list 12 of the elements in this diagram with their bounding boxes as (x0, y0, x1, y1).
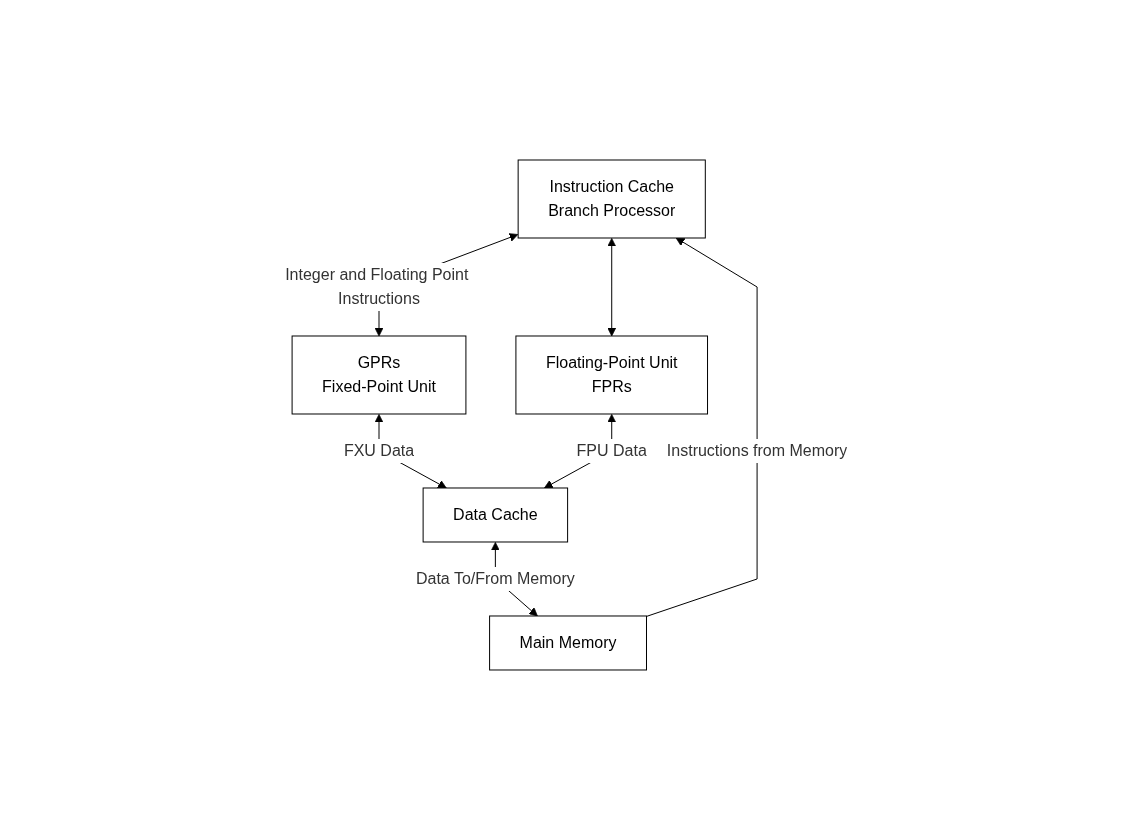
edge-label: FPU Data (576, 441, 648, 459)
edge-label: Instructions from Memory (667, 441, 848, 459)
edge-label: Integer and Floating Point Instructions (285, 266, 469, 307)
arrow (646, 237, 758, 617)
edge-label: Data To/From Memory (416, 569, 576, 587)
edge-label: FXU Data (344, 441, 415, 459)
node-box: Floating-Point Unit FPRs (515, 335, 709, 415)
arrow (607, 238, 617, 337)
node-box: Data Cache (422, 487, 569, 543)
node-box: Main Memory (489, 615, 648, 671)
node-box: GPRs Fixed-Point Unit (291, 335, 467, 415)
node-box: Instruction Cache Branch Processor (517, 159, 707, 239)
